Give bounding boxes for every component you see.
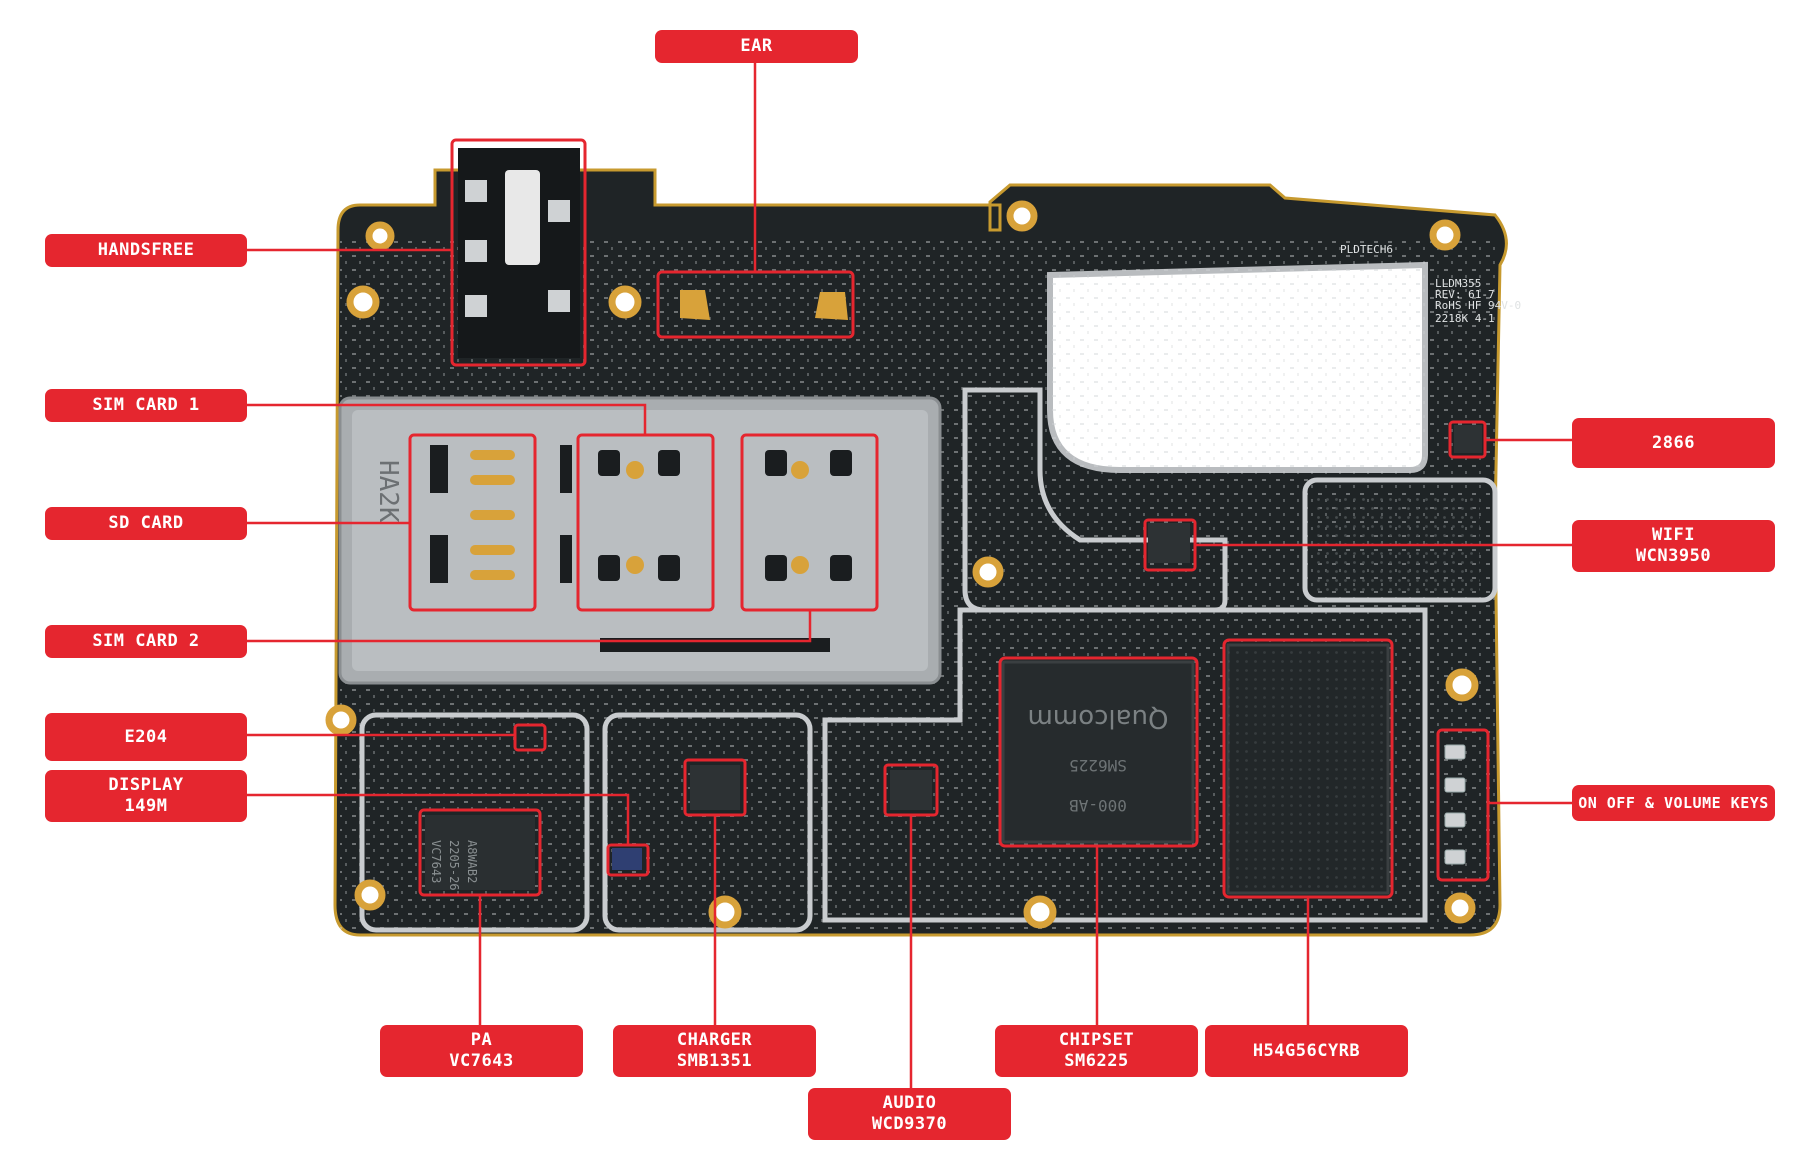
sim-silk-text: HA2K [373, 460, 403, 523]
silk-1: PLDTECH6 [1340, 243, 1393, 256]
pa-mark-2: 2205-26 [447, 840, 461, 891]
label-2866: 2866 [1572, 418, 1775, 468]
box-e204 [513, 723, 547, 752]
headphone-jack [458, 148, 580, 358]
pa-mark-3: A8WAB2 [465, 840, 479, 883]
label-ear: EAR [655, 30, 858, 63]
box-handsfree [450, 138, 587, 367]
label-ram: H54G56CYRB [1205, 1025, 1408, 1077]
chip-model-text: SM6225 [1069, 756, 1127, 775]
silk-2: LLDM355 [1435, 277, 1481, 290]
highlight-boxes [408, 138, 1490, 899]
shield-cans [359, 387, 1498, 933]
label-e204: E204 [45, 713, 247, 761]
mounting-holes [325, 200, 1479, 929]
label-sim-card-1: SIM CARD 1 [45, 389, 247, 422]
pa-mark-1: VC7643 [429, 840, 443, 883]
sim-tray: HA2K [338, 396, 942, 685]
leader-lines [246, 63, 1572, 1088]
label-on-off-volume-keys: ON OFF & VOLUME KEYS [1572, 785, 1775, 821]
chips: 000-AB SM6225 Qualcomm VC7643 2205-26 A8… [425, 425, 1482, 895]
silkscreen: PLDTECH6 LLDM355 REV: 61-7 RoHS HF 94V-0… [1340, 243, 1521, 325]
label-sd-card: SD CARD [45, 507, 247, 540]
silk-3: REV: 61-7 [1435, 288, 1495, 301]
box-keys [1436, 728, 1490, 882]
ear-contacts [680, 290, 848, 320]
silk-5: 2218K 4-1 [1435, 312, 1495, 325]
silk-4: RoHS HF 94V-0 [1435, 299, 1521, 312]
box-chipset [998, 656, 1199, 848]
label-sim-card-2: SIM CARD 2 [45, 625, 247, 658]
label-handsfree: HANDSFREE [45, 234, 247, 267]
chip-brand-text: Qualcomm [1028, 703, 1169, 733]
chip-code-text: 000-AB [1069, 796, 1127, 815]
